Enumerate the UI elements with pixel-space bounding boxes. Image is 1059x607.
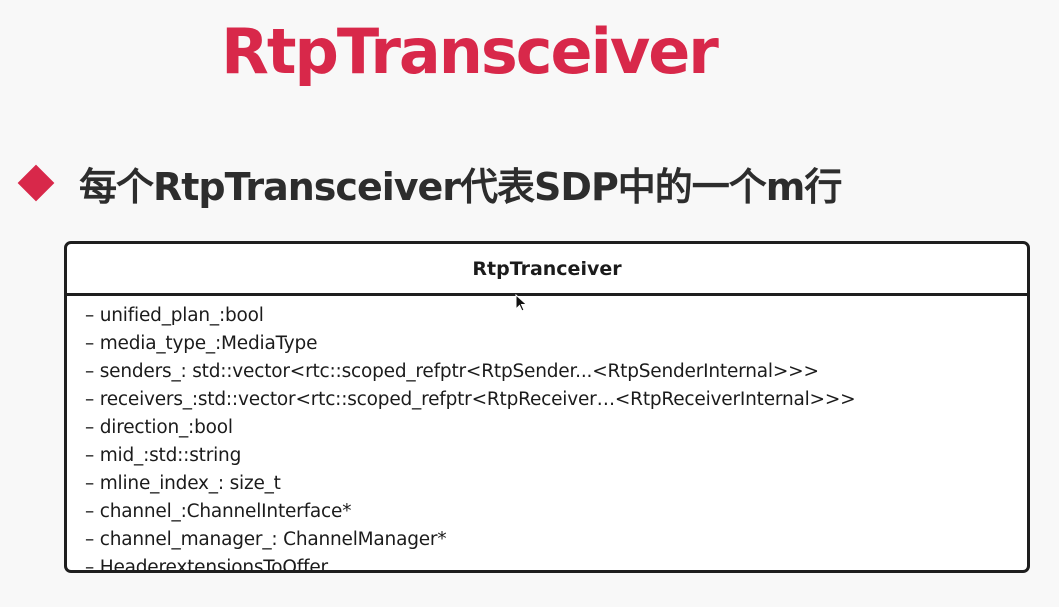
slide-title: RtpTransceiver (221, 15, 719, 88)
uml-attribute: – direction_:bool (85, 417, 233, 438)
uml-attribute: – channel_manager_: ChannelManager* (85, 529, 447, 550)
uml-attribute: – unified_plan_:bool (85, 305, 264, 326)
diamond-bullet-icon (17, 164, 55, 202)
bullet-text: 每个RtpTransceiver代表SDP中的一个m行 (79, 164, 842, 209)
uml-attribute: – senders_: std::vector<rtc::scoped_refp… (85, 361, 819, 382)
uml-attribute-list: – unified_plan_:bool – media_type_:Media… (67, 296, 1027, 573)
uml-attribute: – channel_:ChannelInterface* (85, 501, 352, 522)
uml-attribute: – HeaderextensionsToOffer (85, 557, 328, 573)
uml-class-name: RtpTranceiver (472, 257, 622, 280)
bullet-point: 每个RtpTransceiver代表SDP中的一个m行 (17, 155, 842, 211)
uml-attribute: – receivers_:std::vector<rtc::scoped_ref… (85, 389, 856, 410)
uml-class-box: RtpTranceiver – unified_plan_:bool – med… (64, 241, 1030, 573)
uml-class-header: RtpTranceiver (67, 244, 1027, 296)
uml-attribute: – mid_:std::string (85, 445, 242, 466)
mouse-pointer-icon (515, 294, 528, 312)
uml-attribute: – media_type_:MediaType (85, 333, 318, 354)
uml-attribute: – mline_index_: size_t (85, 473, 281, 494)
